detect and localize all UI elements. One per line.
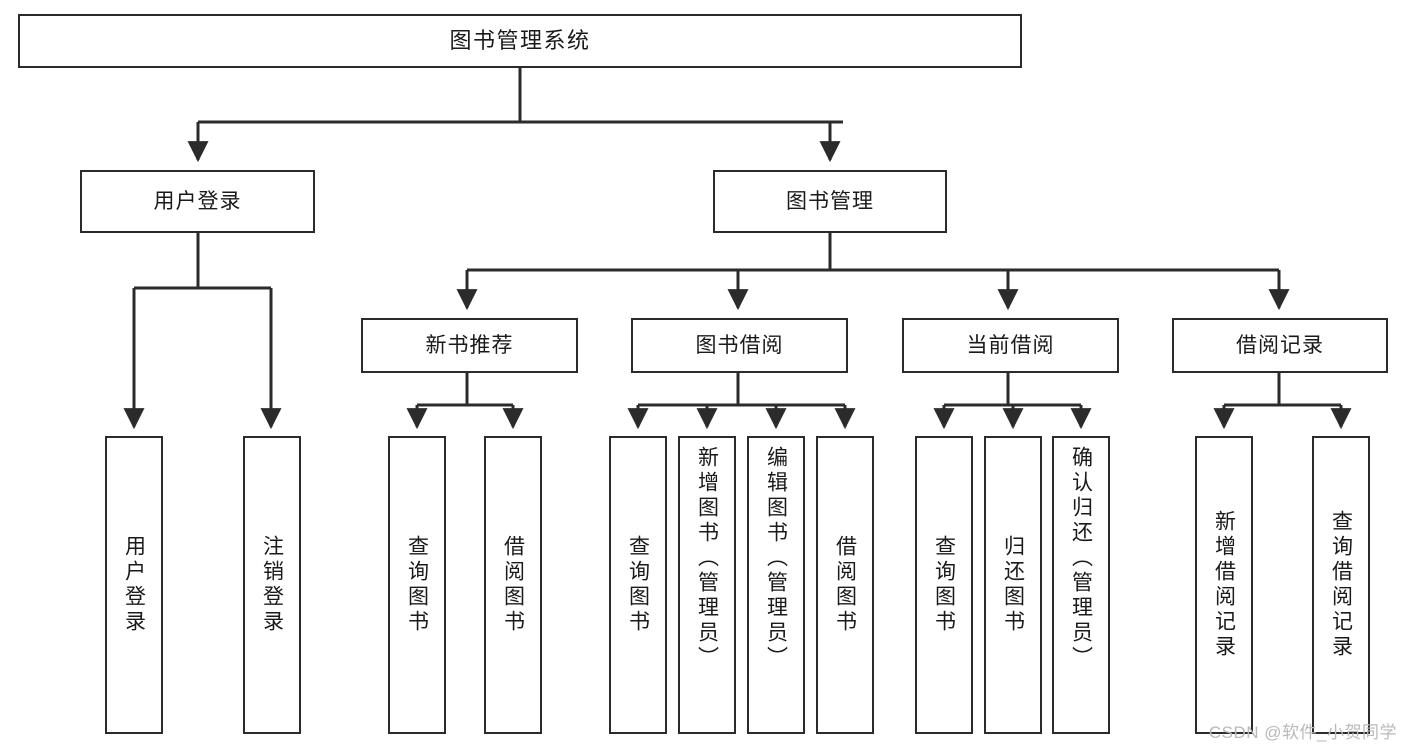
node-label: 新增借阅记录 [1212, 510, 1236, 660]
leaf-borrow-book-borrow[interactable]: 借阅图书 [816, 436, 874, 734]
node-label: 用户登录 [153, 189, 242, 213]
node-label: 查询图书 [932, 535, 956, 635]
leaf-confirm-return-admin[interactable]: 确认归还（管理员） [1052, 436, 1110, 734]
node-book-management[interactable]: 图书管理 [713, 170, 947, 233]
node-book-management-system[interactable]: 图书管理系统 [18, 14, 1022, 68]
node-label: 查询图书 [405, 535, 429, 635]
leaf-edit-book-admin[interactable]: 编辑图书（管理员） [747, 436, 805, 734]
node-new-book-recommendation[interactable]: 新书推荐 [361, 318, 578, 373]
node-label: 查询图书 [626, 535, 650, 635]
leaf-user-login[interactable]: 用户登录 [105, 436, 163, 734]
leaf-query-borrow-record[interactable]: 查询借阅记录 [1312, 436, 1370, 734]
leaf-query-book-borrow[interactable]: 查询图书 [609, 436, 667, 734]
leaf-return-book[interactable]: 归还图书 [984, 436, 1042, 734]
node-label: 新书推荐 [425, 333, 514, 357]
node-label: 用户登录 [122, 535, 146, 635]
node-label: 当前借阅 [966, 333, 1055, 357]
node-label: 图书管理 [786, 189, 874, 213]
node-label: 图书管理系统 [449, 27, 591, 53]
leaf-add-borrow-record[interactable]: 新增借阅记录 [1195, 436, 1253, 734]
node-label: 新增图书（管理员） [695, 446, 719, 671]
node-label: 确认归还（管理员） [1069, 446, 1093, 671]
node-label: 归还图书 [1001, 535, 1025, 635]
leaf-borrow-book-new-rec[interactable]: 借阅图书 [484, 436, 542, 734]
node-label: 借阅记录 [1236, 333, 1324, 357]
leaf-logout[interactable]: 注销登录 [243, 436, 301, 734]
node-label: 注销登录 [260, 535, 284, 635]
leaf-query-book-new-rec[interactable]: 查询图书 [388, 436, 446, 734]
node-book-borrowing[interactable]: 图书借阅 [631, 318, 848, 373]
leaf-add-book-admin[interactable]: 新增图书（管理员） [678, 436, 736, 734]
node-label: 借阅图书 [833, 535, 857, 635]
node-user-login[interactable]: 用户登录 [80, 170, 315, 233]
node-current-borrowing[interactable]: 当前借阅 [902, 318, 1119, 373]
leaf-query-book-current[interactable]: 查询图书 [915, 436, 973, 734]
node-label: 查询借阅记录 [1329, 510, 1353, 660]
node-borrowing-record[interactable]: 借阅记录 [1172, 318, 1388, 373]
node-label: 编辑图书（管理员） [764, 446, 788, 671]
node-label: 图书借阅 [695, 333, 784, 357]
node-label: 借阅图书 [501, 535, 525, 635]
